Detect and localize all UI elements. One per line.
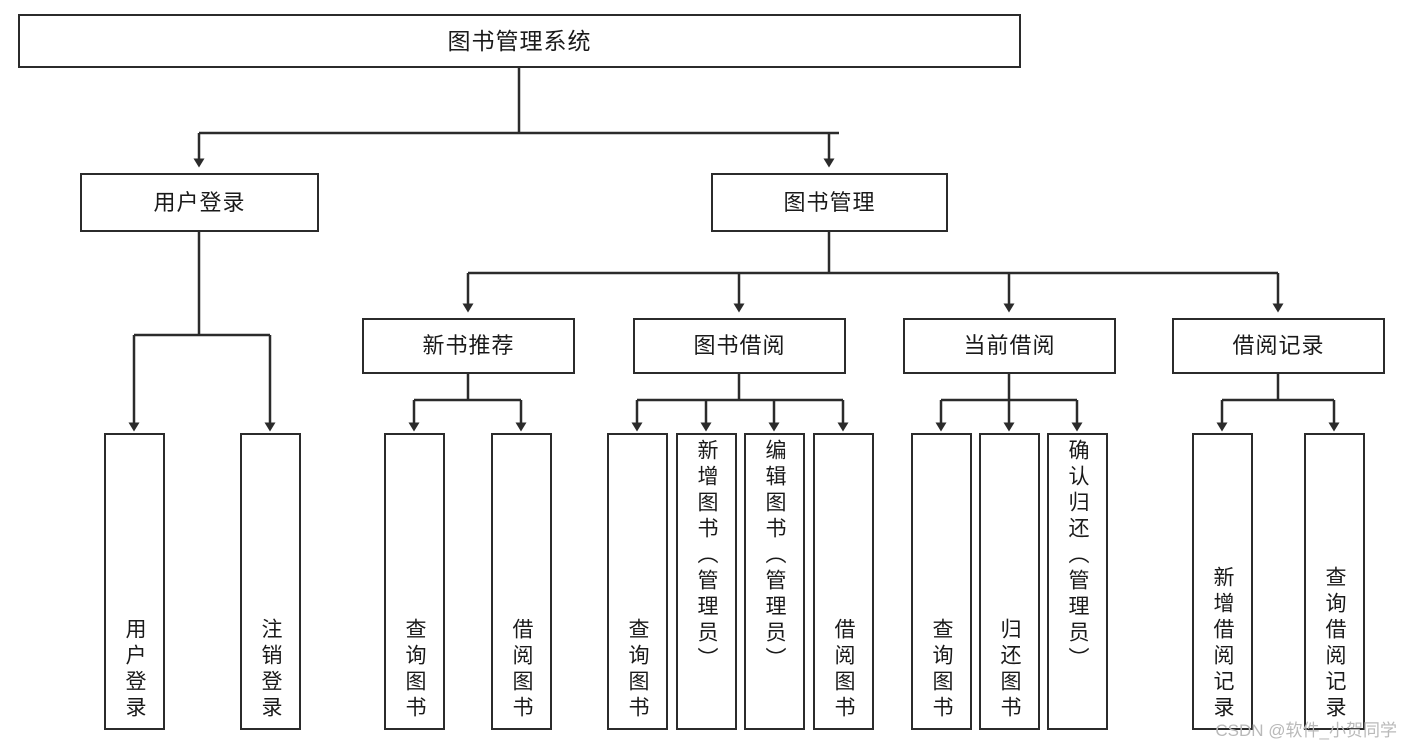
leaf-query-book-2-label: 查询图书 bbox=[626, 618, 649, 722]
leaf-add-book[interactable]: 新增图书（管理员） bbox=[676, 433, 737, 730]
leaf-borrow-book-1[interactable]: 借阅图书 bbox=[491, 433, 552, 730]
leaf-query-book-3[interactable]: 查询图书 bbox=[911, 433, 972, 730]
node-root[interactable]: 图书管理系统 bbox=[18, 14, 1021, 68]
leaf-add-book-label: 新增图书（管理员） bbox=[695, 439, 718, 673]
leaf-return-book[interactable]: 归还图书 bbox=[979, 433, 1040, 730]
node-new-book-recommend[interactable]: 新书推荐 bbox=[362, 318, 575, 374]
leaf-logout-login[interactable]: 注销登录 bbox=[240, 433, 301, 730]
leaf-borrow-book-2-label: 借阅图书 bbox=[832, 618, 855, 722]
node-book-borrow[interactable]: 图书借阅 bbox=[633, 318, 846, 374]
node-user-login-label: 用户登录 bbox=[153, 189, 246, 215]
leaf-logout-login-label: 注销登录 bbox=[259, 618, 282, 722]
leaf-query-book-1[interactable]: 查询图书 bbox=[384, 433, 445, 730]
leaf-edit-book[interactable]: 编辑图书（管理员） bbox=[744, 433, 805, 730]
leaf-query-book-3-label: 查询图书 bbox=[930, 618, 953, 722]
leaf-user-login-label: 用户登录 bbox=[123, 618, 146, 722]
leaf-query-book-1-label: 查询图书 bbox=[403, 618, 426, 722]
leaf-query-record-label: 查询借阅记录 bbox=[1323, 566, 1346, 722]
node-current-borrow[interactable]: 当前借阅 bbox=[903, 318, 1116, 374]
node-current-borrow-label: 当前借阅 bbox=[963, 333, 1056, 359]
leaf-confirm-return[interactable]: 确认归还（管理员） bbox=[1047, 433, 1108, 730]
node-book-management-label: 图书管理 bbox=[783, 189, 876, 215]
leaf-borrow-book-2[interactable]: 借阅图书 bbox=[813, 433, 874, 730]
leaf-edit-book-label: 编辑图书（管理员） bbox=[763, 439, 786, 673]
node-book-borrow-label: 图书借阅 bbox=[693, 333, 786, 359]
node-book-management[interactable]: 图书管理 bbox=[711, 173, 948, 232]
node-root-label: 图书管理系统 bbox=[447, 27, 592, 54]
leaf-query-book-2[interactable]: 查询图书 bbox=[607, 433, 668, 730]
node-new-book-recommend-label: 新书推荐 bbox=[422, 333, 515, 359]
leaf-add-record[interactable]: 新增借阅记录 bbox=[1192, 433, 1253, 730]
node-current-borrow-record[interactable]: 借阅记录 bbox=[1172, 318, 1385, 374]
leaf-query-record[interactable]: 查询借阅记录 bbox=[1304, 433, 1365, 730]
leaf-user-login[interactable]: 用户登录 bbox=[104, 433, 165, 730]
leaf-add-record-label: 新增借阅记录 bbox=[1211, 566, 1234, 722]
leaf-borrow-book-1-label: 借阅图书 bbox=[510, 618, 533, 722]
node-borrow-record-label: 借阅记录 bbox=[1232, 333, 1325, 359]
node-user-login[interactable]: 用户登录 bbox=[80, 173, 319, 232]
leaf-return-book-label: 归还图书 bbox=[998, 618, 1021, 722]
watermark-text: CSDN @软件_小贺同学 bbox=[1215, 721, 1397, 740]
leaf-confirm-return-label: 确认归还（管理员） bbox=[1066, 439, 1089, 673]
